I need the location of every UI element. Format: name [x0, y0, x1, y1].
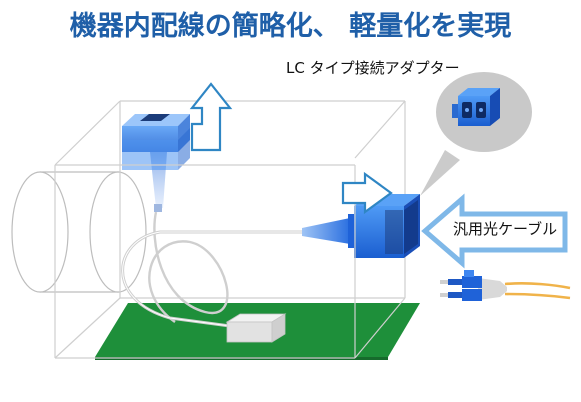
fiber-connector-boot: [302, 214, 356, 248]
lc-cable-image: [440, 270, 571, 301]
callout-label: LC タイプ接続アダプター: [286, 59, 460, 77]
device-housing: [119, 100, 406, 299]
top-receptacle: [122, 114, 190, 212]
page-title: 機器内配線の簡略化、 軽量化を実現: [69, 11, 512, 42]
hollow-up-arrow-icon: [189, 82, 233, 152]
hollow-right-arrow-icon: [341, 171, 393, 215]
lc-adapter-closeup: [452, 88, 500, 126]
cable-arrow-label: 汎用光ケーブル: [453, 220, 558, 238]
cylinder-lens: [11, 171, 147, 293]
device-housing-front: [54, 100, 406, 359]
transceiver-module: [225, 313, 287, 343]
optical-fiber-highlight: [122, 231, 305, 327]
lc-adapter: [354, 194, 420, 258]
hollow-left-arrow-icon: [421, 193, 568, 269]
